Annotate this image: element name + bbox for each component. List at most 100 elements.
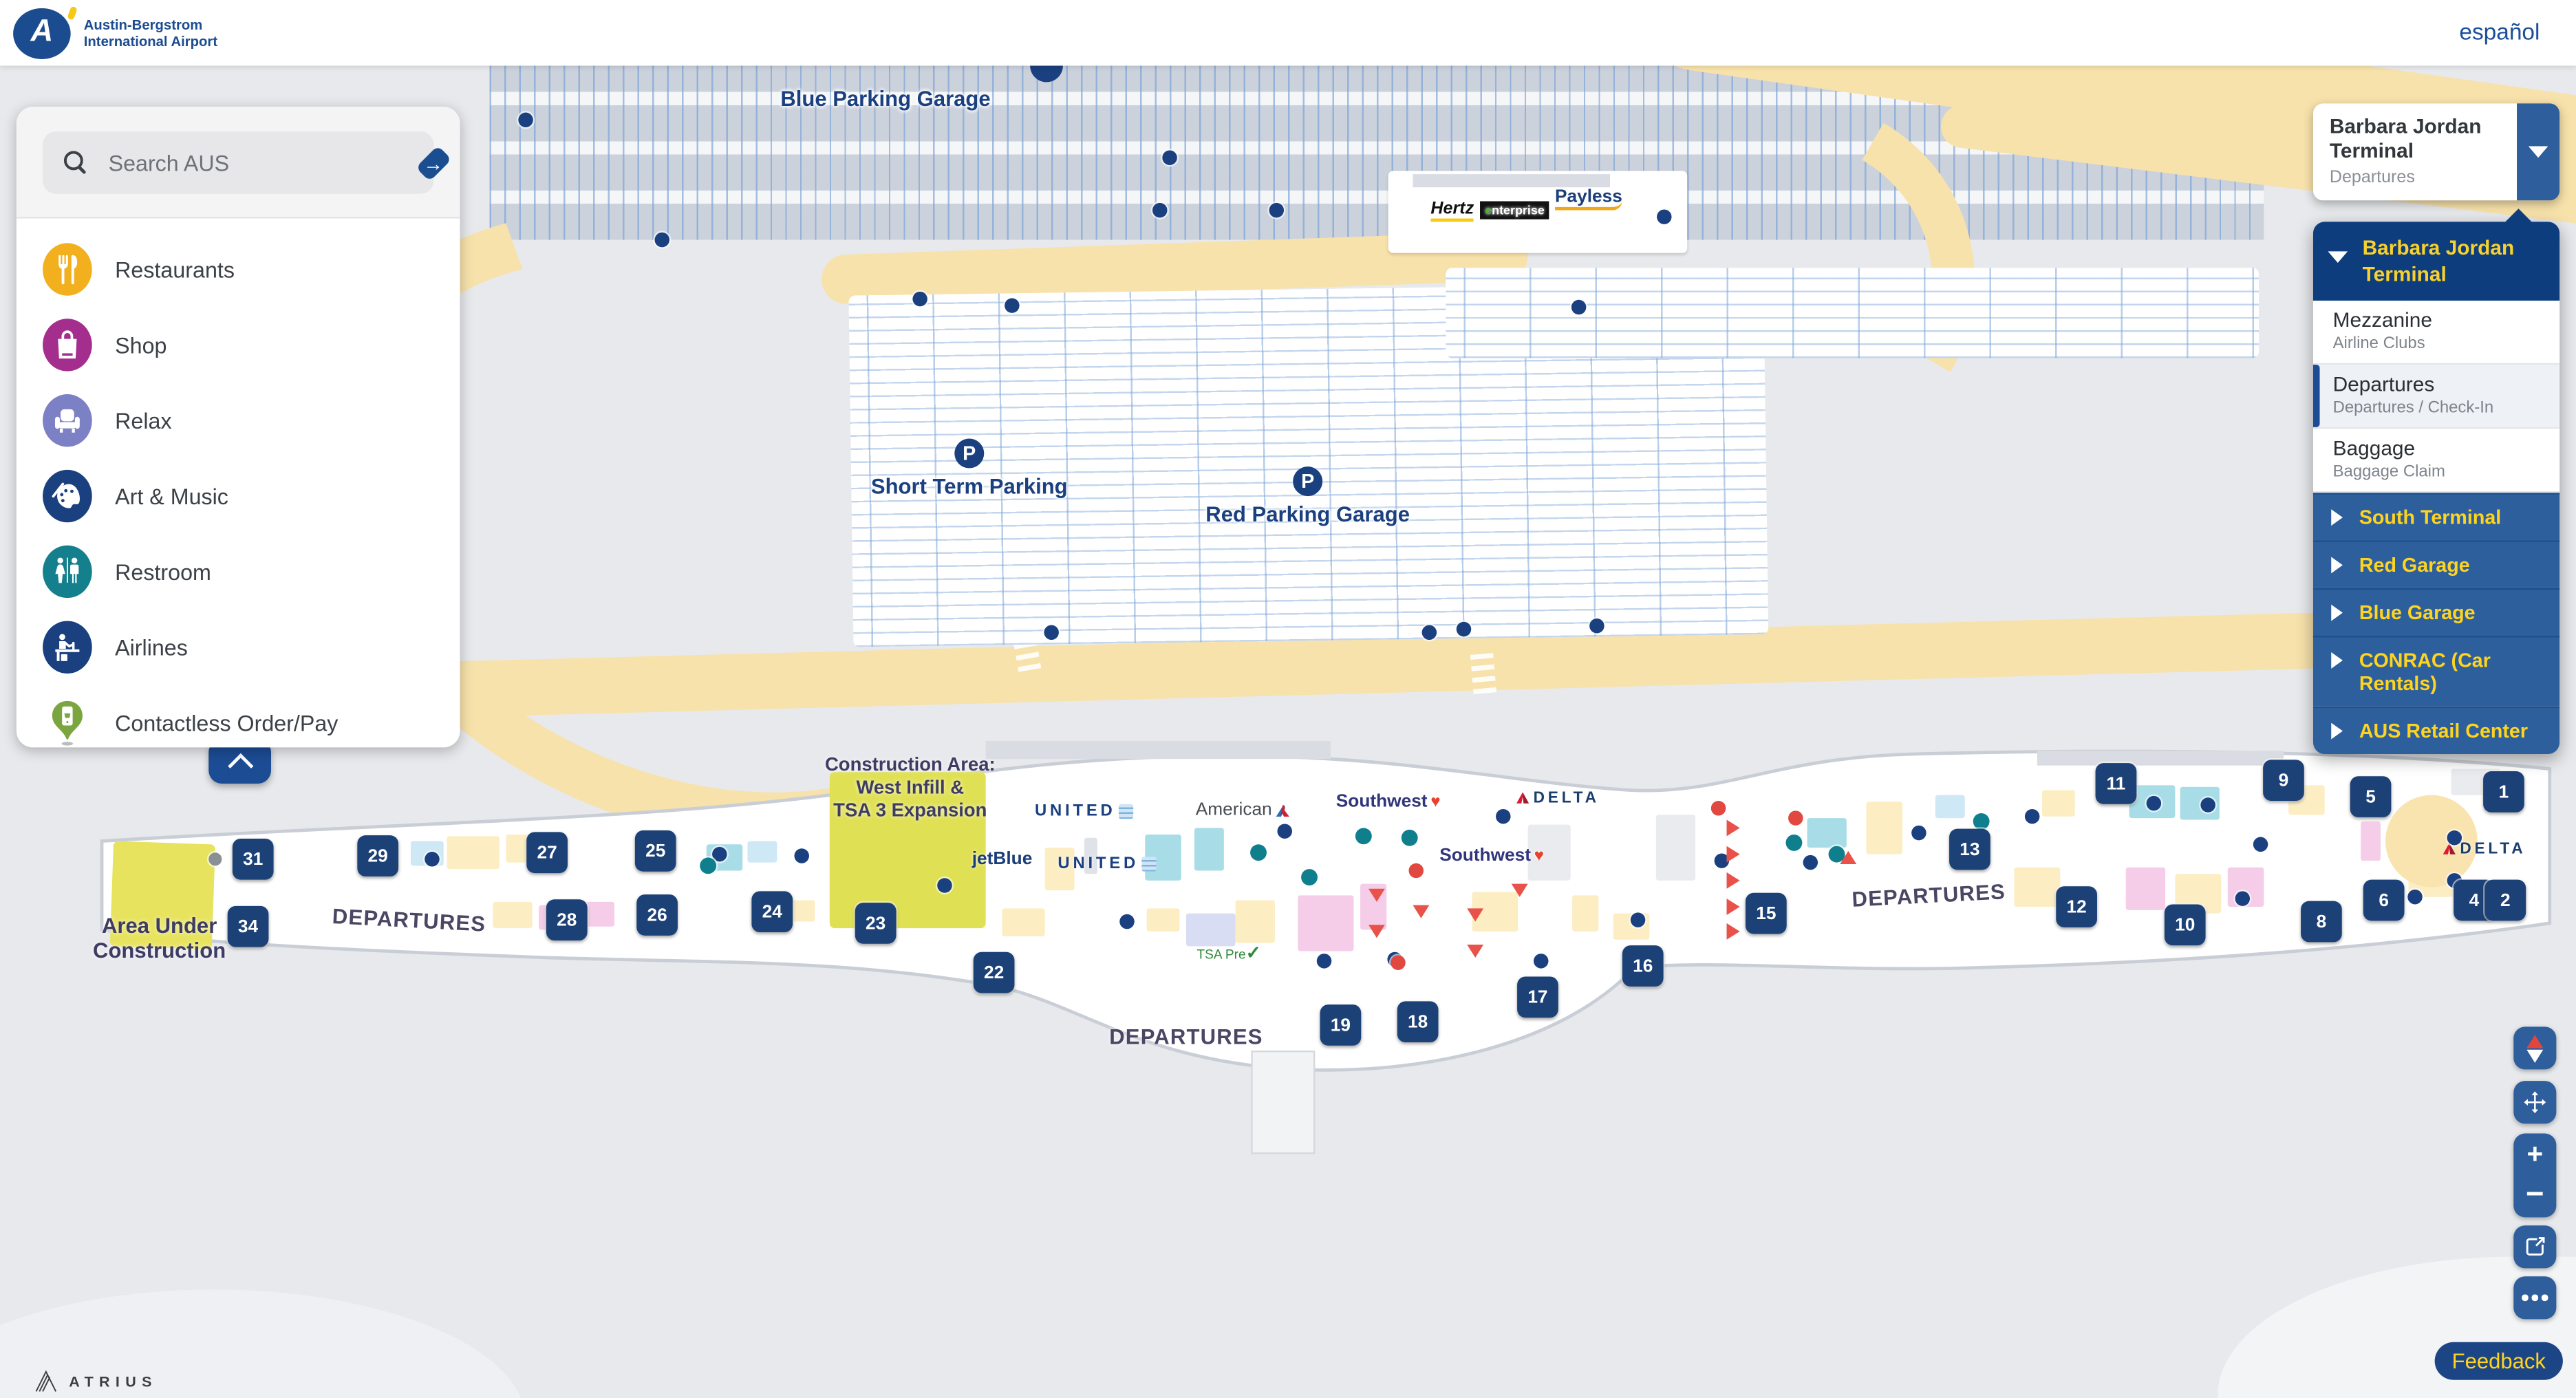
- poi-dot[interactable]: [1044, 625, 1059, 641]
- poi-dot[interactable]: [1571, 299, 1587, 315]
- dropdown-building-header[interactable]: Barbara Jordan Terminal: [2312, 208, 2560, 301]
- gate-chip-9[interactable]: 9: [2263, 760, 2304, 802]
- alert-dot[interactable]: [1710, 801, 1726, 816]
- gate-chip-10[interactable]: 10: [2164, 904, 2206, 946]
- more-button[interactable]: [2513, 1276, 2557, 1320]
- poi-dot[interactable]: [1119, 914, 1135, 929]
- gate-chip-8[interactable]: 8: [2301, 901, 2342, 943]
- gate-chip-5[interactable]: 5: [2350, 776, 2392, 817]
- poi-dot[interactable]: [2024, 808, 2040, 824]
- gate-chip-28[interactable]: 28: [546, 899, 588, 940]
- poi-dot[interactable]: [1005, 298, 1020, 313]
- gate-chip-2[interactable]: 2: [2484, 879, 2526, 921]
- gate-chip-23[interactable]: 23: [855, 903, 897, 944]
- poi-dot[interactable]: [2447, 830, 2462, 846]
- gate-chip-29[interactable]: 29: [357, 835, 399, 877]
- gate-chip-6[interactable]: 6: [2363, 879, 2405, 921]
- poi-dot[interactable]: [712, 846, 727, 862]
- poi-dot[interactable]: [937, 878, 952, 893]
- restroom-dot[interactable]: [1401, 829, 1418, 846]
- poi-dot[interactable]: [794, 848, 809, 863]
- poi-dot[interactable]: [2253, 837, 2268, 852]
- location-item-aus-retail-center[interactable]: AUS Retail Center: [2312, 706, 2560, 754]
- parking-p-icon[interactable]: P: [1293, 466, 1323, 497]
- gate-chip-12[interactable]: 12: [2056, 886, 2097, 927]
- poi-dot[interactable]: [1421, 625, 1437, 641]
- zoom-out-button[interactable]: −: [2526, 1178, 2544, 1213]
- share-button[interactable]: [2513, 1225, 2557, 1269]
- category-item-art-music[interactable]: Art & Music: [17, 458, 460, 534]
- poi-dot[interactable]: [1277, 824, 1292, 839]
- search-input[interactable]: [105, 149, 402, 177]
- poi-dot[interactable]: [425, 852, 440, 867]
- gate-chip-13[interactable]: 13: [1949, 828, 1990, 870]
- gate-chip-17[interactable]: 17: [1517, 976, 1558, 1018]
- poi-dot[interactable]: [1589, 618, 1604, 634]
- category-item-contactless-order-pay[interactable]: Contactless Order/Pay: [17, 685, 460, 761]
- poi-dot[interactable]: [1316, 954, 1332, 969]
- category-item-restroom[interactable]: Restroom: [17, 534, 460, 610]
- gate-chip-11[interactable]: 11: [2095, 763, 2137, 804]
- parking-p-icon[interactable]: P: [954, 438, 985, 469]
- level-selector-toggle[interactable]: [2517, 103, 2560, 201]
- gate-chip-18[interactable]: 18: [1397, 1001, 1439, 1043]
- feedback-button[interactable]: Feedback: [2434, 1342, 2563, 1380]
- poi-dot[interactable]: [654, 232, 670, 248]
- poi-dot[interactable]: [1630, 912, 1646, 927]
- poi-dot[interactable]: [1496, 808, 1511, 824]
- airport-logo-icon[interactable]: A: [13, 5, 78, 58]
- gate-chip-25[interactable]: 25: [634, 830, 676, 872]
- language-link[interactable]: español: [2459, 18, 2540, 45]
- zoom-in-button[interactable]: +: [2526, 1138, 2544, 1170]
- poi-dot[interactable]: [1803, 854, 1818, 870]
- poi-dot[interactable]: [1269, 202, 1285, 218]
- restroom-dot[interactable]: [1250, 844, 1267, 861]
- category-item-restaurants[interactable]: Restaurants: [17, 232, 460, 308]
- search-bar[interactable]: →: [43, 131, 452, 194]
- location-item-red-garage[interactable]: Red Garage: [2312, 540, 2560, 588]
- gate-chip-26[interactable]: 26: [636, 894, 678, 936]
- gate-chip-1[interactable]: 1: [2483, 771, 2524, 813]
- gray-dot[interactable]: [208, 852, 222, 866]
- poi-dot[interactable]: [1657, 209, 1672, 224]
- poi-dot[interactable]: [1162, 150, 1177, 165]
- poi-dot[interactable]: [1456, 621, 1472, 637]
- gate-chip-15[interactable]: 15: [1745, 892, 1787, 934]
- poi-dot[interactable]: [1714, 853, 1730, 868]
- restroom-dot[interactable]: [700, 857, 717, 874]
- gate-chip-27[interactable]: 27: [526, 832, 568, 874]
- gate-chip-22[interactable]: 22: [973, 951, 1015, 993]
- poi-dot[interactable]: [1152, 202, 1168, 218]
- gate-chip-24[interactable]: 24: [751, 891, 793, 933]
- category-item-relax[interactable]: Relax: [17, 383, 460, 458]
- restroom-dot[interactable]: [1973, 813, 1990, 830]
- poi-dot[interactable]: [518, 112, 533, 128]
- location-item-conrac-car-rentals-[interactable]: CONRAC (Car Rentals): [2312, 636, 2560, 707]
- directions-icon[interactable]: →: [416, 144, 452, 181]
- poi-dot[interactable]: [2407, 889, 2423, 905]
- poi-dot[interactable]: [1911, 825, 1926, 841]
- gate-chip-19[interactable]: 19: [1320, 1004, 1362, 1046]
- compass-button[interactable]: [2513, 1026, 2557, 1070]
- restroom-dot[interactable]: [1301, 869, 1318, 885]
- poi-dot[interactable]: [2235, 891, 2251, 906]
- poi-dot[interactable]: [1533, 954, 1549, 969]
- pan-button[interactable]: [2513, 1081, 2557, 1124]
- alert-dot[interactable]: [1788, 810, 1803, 826]
- alert-dot[interactable]: [1408, 863, 1424, 879]
- category-item-shop[interactable]: Shop: [17, 308, 460, 383]
- alert-dot[interactable]: [1391, 955, 1406, 970]
- restroom-dot[interactable]: [1785, 834, 1803, 851]
- poi-dot[interactable]: [2200, 797, 2215, 813]
- poi-dot[interactable]: [2146, 795, 2162, 811]
- gate-chip-31[interactable]: 31: [232, 838, 274, 880]
- poi-dot[interactable]: [912, 291, 927, 307]
- category-item-airlines[interactable]: Airlines: [17, 610, 460, 685]
- location-item-south-terminal[interactable]: South Terminal: [2312, 493, 2560, 541]
- restroom-dot[interactable]: [1355, 828, 1372, 845]
- level-selector[interactable]: Barbara Jordan Terminal Departures: [2312, 103, 2560, 201]
